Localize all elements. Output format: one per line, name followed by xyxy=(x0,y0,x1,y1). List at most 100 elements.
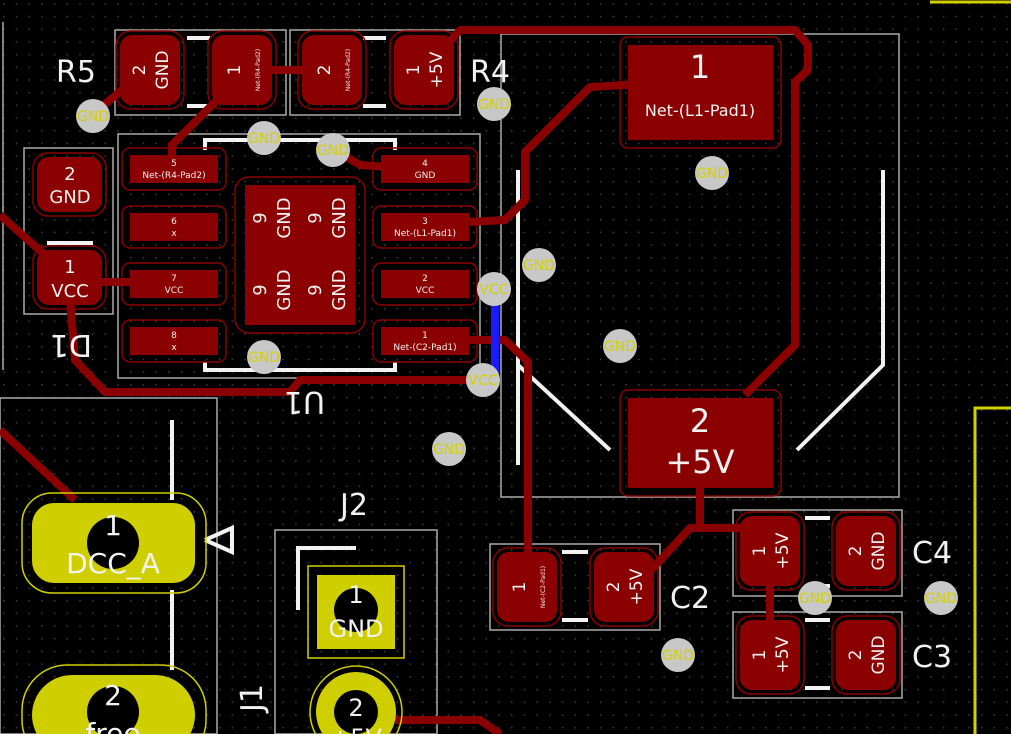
pad-number: 3 xyxy=(422,217,428,227)
via-gnd[interactable]: GND xyxy=(603,329,637,363)
pad-net: +5V xyxy=(773,532,793,569)
svg-text:VCC: VCC xyxy=(468,373,497,389)
pad-net: GND xyxy=(869,532,889,571)
pad-net: Net-(R4-Pad2) xyxy=(255,49,262,91)
pad-net: GND xyxy=(329,269,350,310)
ref-j1: J1 xyxy=(235,684,270,714)
pad-net: +5V xyxy=(665,443,734,481)
pad-number: 2 xyxy=(690,402,710,440)
svg-text:GND: GND xyxy=(662,648,694,664)
ref-r5: R5 xyxy=(56,55,96,90)
silkscreen-layer xyxy=(0,22,903,734)
pad-number: 2 xyxy=(64,164,75,185)
pad-number: 8 xyxy=(171,331,177,341)
pad-number: 1 xyxy=(104,509,122,542)
via-gnd[interactable]: GND xyxy=(477,87,511,121)
pad-labels: 2 GND 1 Net-(R4-Pad2) 2 Net-(R4-Pad2) 1 … xyxy=(49,48,889,734)
pad-number: 1 xyxy=(422,331,428,341)
pad-number: 2 xyxy=(315,65,335,76)
via-gnd[interactable]: GND xyxy=(798,581,832,615)
pad-net: +5V xyxy=(773,636,793,673)
pad-number: 2 xyxy=(130,65,150,76)
ref-c4: C4 xyxy=(912,536,952,571)
pad-net: Net-(C2-Pad1) xyxy=(540,566,547,608)
pad-number: 2 xyxy=(604,582,624,593)
svg-text:GND: GND xyxy=(248,350,280,366)
pad-number: 7 xyxy=(171,274,177,284)
pad-number: 1 xyxy=(64,257,75,278)
via-gnd[interactable]: GND xyxy=(316,133,350,167)
ref-u1: U1 xyxy=(284,384,325,419)
pad-number: 9 xyxy=(250,212,271,223)
pad-number: 6 xyxy=(171,217,177,227)
pad-net: Net-(C2-Pad1) xyxy=(393,343,456,353)
ref-c2: C2 xyxy=(670,581,710,616)
svg-text:GND: GND xyxy=(925,591,957,607)
pad-number: 1 xyxy=(750,650,770,661)
via-gnd[interactable]: GND xyxy=(432,432,466,466)
ref-d1: D1 xyxy=(50,327,92,362)
pad-net: Net-(L1-Pad1) xyxy=(645,101,755,120)
via-gnd[interactable]: GND xyxy=(924,581,958,615)
svg-text:GND: GND xyxy=(604,339,636,355)
pad-number: 2 xyxy=(348,694,363,722)
via-vcc[interactable]: VCC xyxy=(477,272,511,306)
pad-number: 1 xyxy=(348,581,363,609)
pad-number: 1 xyxy=(690,48,710,86)
svg-text:GND: GND xyxy=(799,591,831,607)
svg-text:GND: GND xyxy=(523,258,555,274)
ref-j2: J2 xyxy=(338,488,368,523)
via-gnd[interactable]: GND xyxy=(661,638,695,672)
pad-net: +5V xyxy=(330,724,382,734)
pad-net: DCC_A xyxy=(66,547,160,580)
pad-number: 2 xyxy=(846,546,866,557)
pad-number: 1 xyxy=(750,546,770,557)
via-gnd[interactable]: GND xyxy=(522,248,556,282)
board-edge xyxy=(930,0,1011,734)
svg-text:GND: GND xyxy=(478,97,510,113)
pad-net: GND xyxy=(274,269,295,310)
pad-net: GND xyxy=(274,197,295,238)
vias: GND GND GND GND GND GND VCC GND GND VCC … xyxy=(76,87,958,672)
pad-number: 9 xyxy=(305,284,326,295)
pad-number: 5 xyxy=(171,159,177,169)
svg-text:GND: GND xyxy=(77,109,109,125)
via-gnd[interactable]: GND xyxy=(247,121,281,155)
pad-net: x xyxy=(171,343,177,353)
pad-number: 4 xyxy=(422,159,428,169)
pad-net: GND xyxy=(49,187,90,208)
via-gnd[interactable]: GND xyxy=(695,156,729,190)
pad-net: VCC xyxy=(416,286,435,296)
pad-net: +5V xyxy=(427,51,447,88)
via-gnd[interactable]: GND xyxy=(247,340,281,374)
reference-labels: R5 R4 J2 C2 C4 C3 U1 D1 J1 xyxy=(50,55,952,714)
copper-pads xyxy=(32,30,901,695)
svg-text:GND: GND xyxy=(317,143,349,159)
ref-c3: C3 xyxy=(912,640,952,675)
pad-net: x xyxy=(171,229,177,239)
pad-number: 2 xyxy=(104,679,122,712)
svg-text:GND: GND xyxy=(248,131,280,147)
pad-number: 1 xyxy=(510,582,530,593)
pad-net: VCC xyxy=(165,286,184,296)
svg-text:GND: GND xyxy=(433,442,465,458)
pad-net: GND xyxy=(415,171,436,181)
pad-net: GND xyxy=(869,636,889,675)
via-gnd[interactable]: GND xyxy=(76,99,110,133)
pad-number: 9 xyxy=(305,212,326,223)
pad-net: GND xyxy=(328,615,383,643)
svg-text:GND: GND xyxy=(696,166,728,182)
via-vcc[interactable]: VCC xyxy=(466,363,500,397)
pad-net: Net-(R4-Pad2) xyxy=(142,171,205,181)
pad-net: VCC xyxy=(51,281,88,302)
pad-net: Net-(R4-Pad2) xyxy=(345,49,352,91)
pad-net: Net-(L1-Pad1) xyxy=(394,229,456,239)
pad-number: 1 xyxy=(225,65,245,76)
svg-text:VCC: VCC xyxy=(479,282,508,298)
pad-net: GND xyxy=(153,51,173,90)
pad-number: 9 xyxy=(250,284,271,295)
pad-net: GND xyxy=(329,197,350,238)
pad-number: 1 xyxy=(404,65,424,76)
pad-net: +5V xyxy=(627,568,647,605)
